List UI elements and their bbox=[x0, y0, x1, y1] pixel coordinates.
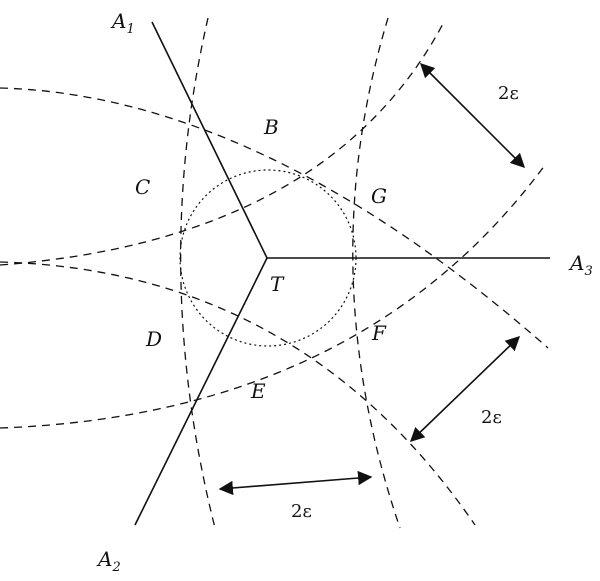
dimension-label-bottom: 2ε bbox=[291, 501, 312, 522]
label-d: D bbox=[145, 327, 162, 351]
dashed-curve-lower-a bbox=[0, 261, 476, 526]
dashed-curve-lower-b bbox=[0, 164, 546, 429]
label-f: F bbox=[371, 321, 387, 345]
dimension-label-bottom-right: 2ε bbox=[481, 407, 502, 428]
dimension-arrow-top-right bbox=[419, 62, 526, 169]
label-a1: A1 bbox=[110, 9, 135, 37]
label-c: C bbox=[135, 175, 150, 199]
ray-t-a1 bbox=[151, 21, 268, 259]
dimension-label-top-right: 2ε bbox=[498, 83, 519, 104]
dashed-curve-right-vertical bbox=[352, 17, 401, 529]
label-a2: A2 bbox=[96, 547, 121, 575]
label-b: B bbox=[263, 115, 279, 139]
dimension-arrow-bottom-right bbox=[409, 336, 521, 442]
label-g: G bbox=[371, 184, 387, 208]
label-t: T bbox=[270, 272, 285, 296]
label-e: E bbox=[250, 379, 266, 403]
dashed-curve-upper-a bbox=[0, 87, 549, 349]
dotted-circle bbox=[179, 169, 357, 347]
label-a3: A3 bbox=[568, 251, 593, 279]
ray-t-a2 bbox=[134, 257, 268, 526]
dimension-arrow-bottom bbox=[218, 470, 373, 496]
dashed-curve-upper-b bbox=[0, 19, 446, 266]
dashed-curve-left-vertical bbox=[180, 17, 216, 529]
